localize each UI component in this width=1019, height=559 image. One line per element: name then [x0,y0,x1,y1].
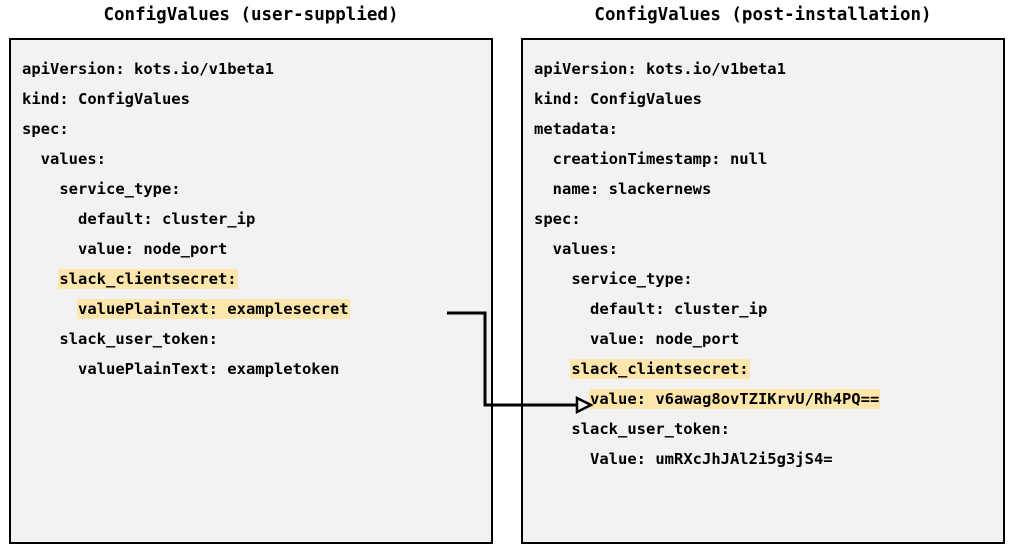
indent-space [22,150,41,168]
code-line: valuePlainText: exampletoken [11,354,491,384]
indent-space [22,270,59,288]
code-box-user-supplied: apiVersion: kots.io/v1beta1 kind: ConfigV… [9,38,493,544]
code-text: valuePlainText: exampletoken [78,360,340,378]
indent-space [22,330,59,348]
code-line: default: cluster_ip [523,294,1003,324]
indent-space [534,180,553,198]
code-text: spec: [22,120,69,138]
code-text: Value: umRXcJhJAl2i5g3jS4= [590,450,833,468]
indent-space [534,270,571,288]
indent-space [534,150,553,168]
code-line: apiVersion: kots.io/v1beta1 [523,54,1003,84]
code-line: values: [523,234,1003,264]
indent-space [534,420,571,438]
code-text-highlighted: slack_clientsecret: [571,360,749,378]
code-text: kind: ConfigValues [534,90,702,108]
code-text: apiVersion: kots.io/v1beta1 [534,60,786,78]
panel-post-installation: ConfigValues (post-installation) apiVers… [521,0,1005,544]
code-line: spec: [11,114,491,144]
code-text: value: node_port [78,240,228,258]
panel-title-user-supplied: ConfigValues (user-supplied) [103,5,399,25]
code-line: slack_user_token: [11,324,491,354]
code-text: service_type: [571,270,693,288]
indent-space [22,180,59,198]
code-line: spec: [523,204,1003,234]
code-line: service_type: [523,264,1003,294]
code-line: Value: umRXcJhJAl2i5g3jS4= [523,444,1003,474]
panel-user-supplied: ConfigValues (user-supplied) apiVersion:… [9,0,493,544]
indent-space [22,300,78,318]
indent-space [22,210,78,228]
code-line: default: cluster_ip [11,204,491,234]
code-text: service_type: [59,180,181,198]
code-line: slack_clientsecret: [523,354,1003,384]
code-line: value: v6awag8ovTZIKrvU/Rh4PQ== [523,384,1003,414]
indent-space [22,360,78,378]
code-line: service_type: [11,174,491,204]
code-text: creationTimestamp: null [552,150,768,168]
code-line: slack_user_token: [523,414,1003,444]
code-text: name: slackernews [552,180,712,198]
code-text: apiVersion: kots.io/v1beta1 [22,60,274,78]
code-line: valuePlainText: examplesecret [11,294,491,324]
code-text: values: [552,240,618,258]
indent-space [22,240,78,258]
code-text: value: node_port [590,330,740,348]
code-line: name: slackernews [523,174,1003,204]
code-line: creationTimestamp: null [523,144,1003,174]
indent-space [534,330,590,348]
code-text: kind: ConfigValues [22,90,190,108]
indent-space [534,450,590,468]
code-text: slack_user_token: [59,330,218,348]
code-line: values: [11,144,491,174]
indent-space [534,240,553,258]
code-line: kind: ConfigValues [11,84,491,114]
code-text-highlighted: slack_clientsecret: [59,270,237,288]
code-line: value: node_port [523,324,1003,354]
code-text: values: [40,150,106,168]
code-line: slack_clientsecret: [11,264,491,294]
indent-space [534,390,590,408]
code-text-highlighted: valuePlainText: examplesecret [78,300,349,318]
code-text: default: cluster_ip [590,300,768,318]
indent-space [534,300,590,318]
code-line: value: node_port [11,234,491,264]
code-box-post-installation: apiVersion: kots.io/v1beta1 kind: ConfigV… [521,38,1005,544]
code-line: apiVersion: kots.io/v1beta1 [11,54,491,84]
code-text: spec: [534,210,581,228]
code-line: metadata: [523,114,1003,144]
code-text: metadata: [534,120,618,138]
panel-title-post-installation: ConfigValues (post-installation) [594,5,932,25]
code-text-highlighted: value: v6awag8ovTZIKrvU/Rh4PQ== [590,390,880,408]
code-text: slack_user_token: [571,420,730,438]
code-text: default: cluster_ip [78,210,256,228]
indent-space [534,360,571,378]
code-line: kind: ConfigValues [523,84,1003,114]
